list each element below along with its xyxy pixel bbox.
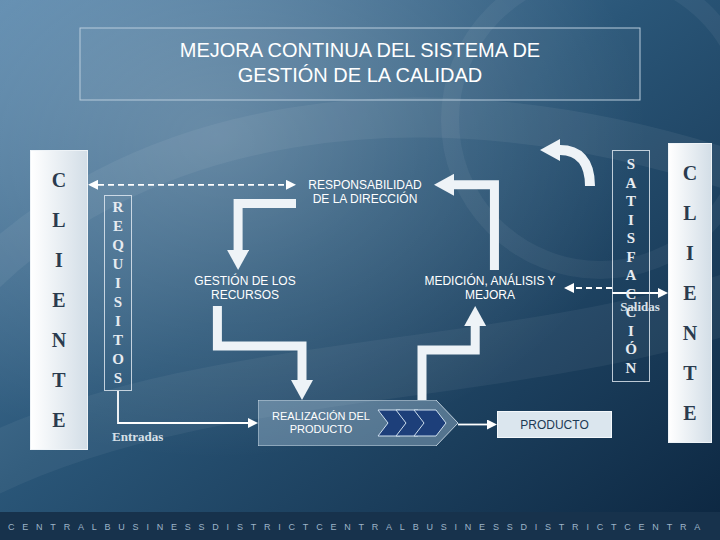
customer-letters: CLIENTE (49, 160, 69, 440)
letter: S (111, 293, 126, 312)
letter: C (680, 153, 700, 193)
title-text: MEJORA CONTINUA DEL SISTEMA DE GESTIÓN D… (140, 38, 580, 88)
letter: E (111, 217, 126, 236)
dashed-arrow (98, 184, 286, 186)
customer-box: CLIENTE (30, 150, 88, 450)
letter: E (49, 400, 69, 440)
product-box: PRODUCTO (497, 411, 612, 438)
product-text: PRODUCTO (520, 418, 588, 432)
letter: L (49, 200, 69, 240)
satisfaction-letters: SATISFACCIÓN (624, 155, 639, 377)
letter: I (111, 274, 126, 293)
customer-letters: CLIENTE (680, 153, 700, 433)
process-label: GESTIÓN DE LOS RECURSOS (176, 270, 314, 306)
process-text: GESTIÓN DE LOS RECURSOS (180, 274, 310, 302)
flow-label: Salidas (620, 299, 660, 315)
letter: Ó (624, 340, 639, 359)
letter: O (111, 350, 126, 369)
process-text: MEDICIÓN, ANÁLISIS Y MEJORA (420, 274, 560, 302)
letter: T (624, 192, 639, 211)
letter: L (680, 193, 700, 233)
letter: F (624, 248, 639, 267)
letter: S (111, 369, 126, 388)
letter: S (624, 155, 639, 174)
cycle-arrow (454, 185, 494, 270)
letter: I (680, 233, 700, 273)
flow-arrow (118, 391, 248, 423)
requirements-letters: REQUISITOS (111, 198, 126, 388)
dashed-arrow (574, 287, 612, 289)
improvement-arrow (560, 150, 590, 186)
letter: A (624, 174, 639, 193)
chevron-mark (414, 410, 446, 436)
letter: T (49, 360, 69, 400)
letter: E (680, 273, 700, 313)
cycle-arrow (238, 204, 296, 250)
letter: N (680, 313, 700, 353)
letter: I (111, 312, 126, 331)
letter: Q (111, 236, 126, 255)
letter: S (624, 229, 639, 248)
process-label: RESPONSABILIDAD DE LA DIRECCIÓN (296, 174, 434, 210)
letter: T (680, 353, 700, 393)
watermark: CENTRALBUSINESSDISTRICTCENTRALBUSINESSDI… (8, 521, 708, 533)
cycle-arrow (217, 306, 302, 380)
requirements-box: REQUISITOS (104, 195, 132, 391)
letter: I (624, 322, 639, 341)
letter: I (624, 211, 639, 230)
letter: E (49, 280, 69, 320)
realization-chevron: REALIZACIÓN DEL PRODUCTO (258, 400, 458, 446)
letter: R (111, 198, 126, 217)
process-text: RESPONSABILIDAD DE LA DIRECCIÓN (300, 178, 430, 206)
flow-label: Entradas (112, 429, 163, 445)
letter: N (49, 320, 69, 360)
title-frame (80, 28, 640, 100)
customer-box: CLIENTE (668, 143, 712, 443)
letter: E (680, 393, 700, 433)
footer-band (0, 512, 720, 540)
letter: C (49, 160, 69, 200)
process-text: REALIZACIÓN DEL PRODUCTO (268, 410, 374, 436)
satisfaction-box: SATISFACCIÓN (612, 150, 650, 382)
process-label: MEDICIÓN, ANÁLISIS Y MEJORA (416, 270, 564, 306)
cycle-arrow (422, 326, 475, 400)
chevron-outline (258, 400, 458, 446)
letter: U (111, 255, 126, 274)
flow-arrow (458, 424, 487, 426)
letter: I (49, 240, 69, 280)
letter: N (624, 359, 639, 378)
letter: T (111, 331, 126, 350)
letter: A (624, 266, 639, 285)
chevron-shape (258, 400, 458, 446)
